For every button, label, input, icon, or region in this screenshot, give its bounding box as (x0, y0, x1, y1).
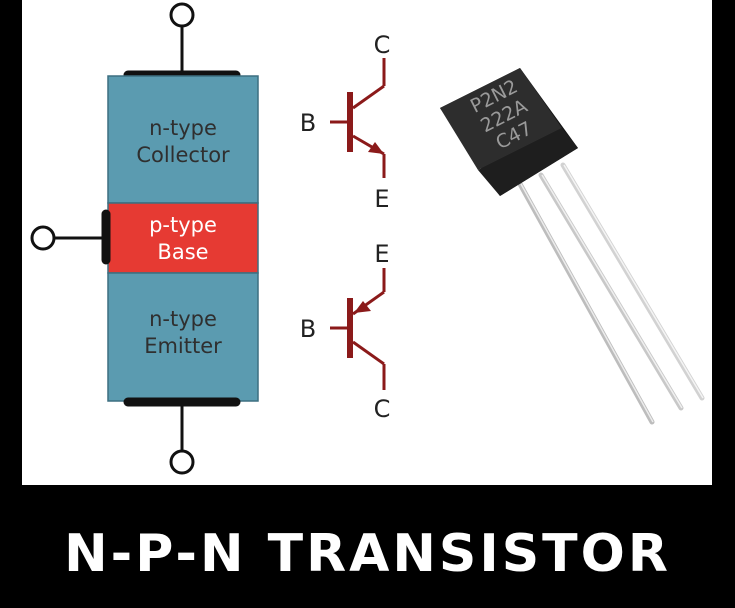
transistor-photo: P2N2 222A C47 (440, 68, 705, 425)
emitter-layer (107, 272, 259, 402)
collector-layer (107, 75, 259, 204)
base-terminal-circle (30, 225, 56, 251)
npn-emitter-label: E (374, 185, 389, 213)
pnp-base-label: B (300, 315, 316, 343)
npn-emitter-arrow (368, 142, 384, 154)
pnp-emitter-arrow (354, 301, 371, 313)
pnp-collector-label: C (374, 395, 391, 423)
lead-1 (517, 181, 655, 425)
emitter-type-label: n-type (149, 307, 217, 331)
emitter-terminal-circle (169, 449, 195, 475)
npn-base-label: B (300, 109, 316, 137)
transistor-body-face (440, 68, 562, 170)
collector-name-label: Collector (136, 143, 230, 167)
base-type-label: p-type (149, 213, 217, 237)
emitter-name-label: Emitter (144, 334, 222, 358)
collector-type-label: n-type (149, 116, 217, 140)
collector-terminal-circle (169, 2, 195, 28)
npn-symbol-top: C B E (300, 31, 391, 213)
npn-collector-lead (352, 84, 385, 110)
transistor-body-bottom (478, 128, 578, 196)
pnp-collector-lead (352, 340, 385, 366)
lead-3-highlight (563, 164, 704, 399)
lead-2-highlight (541, 174, 683, 409)
pnp-symbol-bottom: E B C (300, 240, 391, 423)
layer-structure: n-type Collector p-type Base n-type Emit… (30, 2, 259, 475)
npn-collector-label: C (374, 31, 391, 59)
base-name-label: Base (157, 240, 208, 264)
lead-1-highlight (520, 183, 654, 423)
lead-2 (538, 172, 684, 411)
lead-3 (560, 162, 705, 401)
pnp-emitter-label: E (374, 240, 389, 268)
transistor-leads (517, 162, 705, 425)
caption-title: N-P-N TRANSISTOR (64, 524, 671, 584)
